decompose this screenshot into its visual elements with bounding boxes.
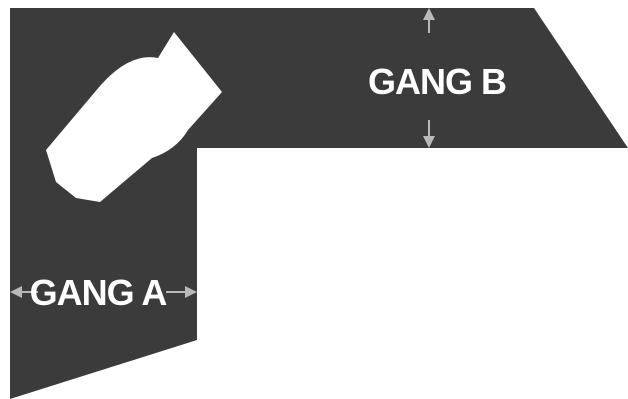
gang-b-label: GANG B (368, 61, 506, 102)
corridor-floor (10, 8, 628, 399)
car-top-view-icon (46, 32, 222, 202)
gang-b-width-arrow (423, 8, 435, 148)
gang-a-label: GANG A (30, 272, 168, 313)
gang-a-width-arrow (10, 286, 197, 298)
